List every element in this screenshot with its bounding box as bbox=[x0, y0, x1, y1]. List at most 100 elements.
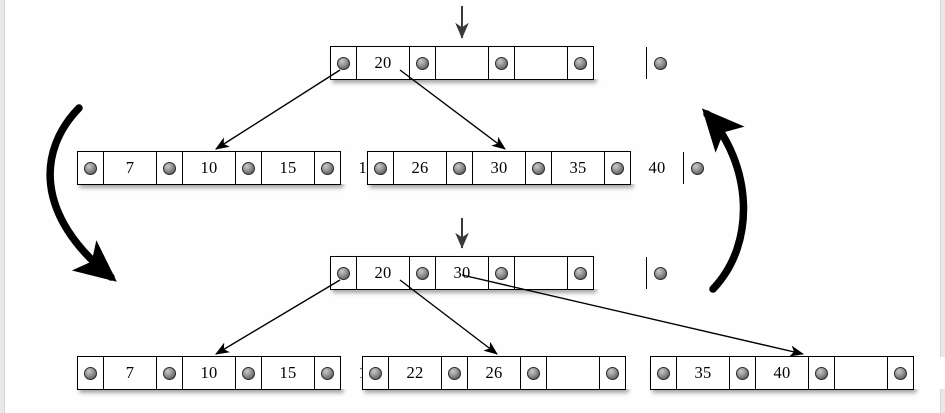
pointer-dot-icon bbox=[527, 366, 540, 380]
pointer-dot-icon bbox=[416, 56, 429, 70]
pointer-dot-icon bbox=[653, 266, 667, 280]
pointer-dot-icon bbox=[611, 161, 624, 175]
pointer-cell-0[interactable] bbox=[331, 47, 357, 79]
pointer-cell-4[interactable] bbox=[489, 257, 515, 289]
pointer-cell-4[interactable] bbox=[809, 357, 835, 389]
leaf-left-before[interactable]: 7101518 bbox=[77, 151, 420, 185]
pointer-dot-icon bbox=[495, 56, 508, 70]
pointer-cell-6[interactable] bbox=[605, 152, 631, 184]
pointer-cell-2[interactable] bbox=[410, 257, 436, 289]
leaf-right-after[interactable]: 35 40 bbox=[650, 356, 945, 390]
pointer-cell-2[interactable] bbox=[157, 152, 183, 184]
pointer-dot-icon bbox=[84, 366, 97, 380]
pointer-cell-0[interactable] bbox=[331, 257, 357, 289]
pointer-cell-0[interactable] bbox=[78, 357, 104, 389]
key-cell-3[interactable]: 30 bbox=[473, 152, 526, 184]
pointer-dot-icon bbox=[815, 366, 828, 380]
pointer-dot-icon bbox=[369, 366, 382, 380]
pointer-dot-icon bbox=[736, 366, 749, 380]
transition-arrow-right bbox=[701, 108, 748, 293]
key-cell-7[interactable] bbox=[594, 47, 647, 79]
leaf-left-after[interactable]: 7101518 bbox=[77, 356, 420, 390]
key-cell-3[interactable]: 26 bbox=[468, 357, 521, 389]
key-cell-5[interactable] bbox=[835, 357, 888, 389]
key-cell-5[interactable]: 35 bbox=[552, 152, 605, 184]
pointer-cell-2[interactable] bbox=[442, 357, 468, 389]
key-cell-1[interactable]: 7 bbox=[104, 357, 157, 389]
leaf-right-before[interactable]: 26 30 35 40 bbox=[367, 151, 710, 185]
pointer-dot-icon bbox=[574, 266, 587, 280]
page-edge-right bbox=[940, 0, 945, 413]
pointer-cell-6[interactable] bbox=[568, 257, 594, 289]
pointer-dot-icon bbox=[337, 266, 350, 280]
pointer-dot-icon bbox=[163, 366, 176, 380]
key-cell-5[interactable] bbox=[515, 47, 568, 79]
key-cell-5[interactable]: 15 bbox=[262, 357, 315, 389]
pointer-cell-4[interactable] bbox=[521, 357, 547, 389]
key-cell-1[interactable]: 26 bbox=[394, 152, 447, 184]
key-cell-5[interactable]: 15 bbox=[262, 152, 315, 184]
key-cell-7[interactable]: 40 bbox=[631, 152, 684, 184]
pointer-dot-icon bbox=[448, 366, 461, 380]
key-cell-5[interactable] bbox=[515, 257, 568, 289]
key-cell-7[interactable] bbox=[914, 357, 945, 389]
key-cell-5[interactable] bbox=[547, 357, 600, 389]
pointer-cell-0[interactable] bbox=[78, 152, 104, 184]
pointer-cell-2[interactable] bbox=[730, 357, 756, 389]
key-cell-3[interactable]: 10 bbox=[183, 152, 236, 184]
key-cell-1[interactable]: 20 bbox=[357, 257, 410, 289]
pointer-cell-2[interactable] bbox=[410, 47, 436, 79]
pointer-cell-2[interactable] bbox=[157, 357, 183, 389]
pointer-cell-6[interactable] bbox=[568, 47, 594, 79]
pointer-cell-6[interactable] bbox=[315, 152, 341, 184]
pointer-cell-4[interactable] bbox=[236, 152, 262, 184]
key-cell-3[interactable]: 40 bbox=[756, 357, 809, 389]
pointer-dot-icon bbox=[84, 161, 97, 175]
pointer-cell-2[interactable] bbox=[447, 152, 473, 184]
pointer-cell-0[interactable] bbox=[651, 357, 677, 389]
key-cell-1[interactable]: 7 bbox=[104, 152, 157, 184]
key-cell-3[interactable] bbox=[436, 47, 489, 79]
pointer-dot-icon bbox=[416, 266, 429, 280]
pointer-dot-icon bbox=[532, 161, 545, 175]
pointer-dot-icon bbox=[321, 161, 334, 175]
edge-root-before-to-leaf-right bbox=[399, 69, 506, 150]
transition-arrow-left bbox=[46, 104, 117, 282]
pointer-cell-8[interactable] bbox=[684, 152, 710, 184]
root-node-before[interactable]: 20 bbox=[330, 46, 673, 80]
pointer-cell-4[interactable] bbox=[489, 47, 515, 79]
pointer-dot-icon bbox=[657, 366, 670, 380]
pointer-cell-6[interactable] bbox=[888, 357, 914, 389]
pointer-cell-6[interactable] bbox=[600, 357, 626, 389]
key-cell-1[interactable]: 22 bbox=[389, 357, 442, 389]
pointer-dot-icon bbox=[894, 366, 907, 380]
pointer-dot-icon bbox=[242, 366, 255, 380]
pointer-dot-icon bbox=[574, 56, 587, 70]
pointer-dot-icon bbox=[163, 161, 176, 175]
pointer-dot-icon bbox=[653, 56, 667, 70]
pointer-cell-8[interactable] bbox=[647, 47, 673, 79]
pointer-dot-icon bbox=[242, 161, 255, 175]
pointer-dot-icon bbox=[690, 161, 704, 175]
pointer-cell-4[interactable] bbox=[526, 152, 552, 184]
pointer-dot-icon bbox=[606, 366, 619, 380]
pointer-cell-0[interactable] bbox=[363, 357, 389, 389]
leaf-middle-after[interactable]: 22 26 bbox=[362, 356, 705, 390]
key-cell-3[interactable]: 10 bbox=[183, 357, 236, 389]
key-cell-7[interactable] bbox=[594, 257, 647, 289]
pointer-dot-icon bbox=[374, 161, 387, 175]
key-cell-3[interactable]: 30 bbox=[436, 257, 489, 289]
pointer-cell-4[interactable] bbox=[236, 357, 262, 389]
key-cell-1[interactable]: 35 bbox=[677, 357, 730, 389]
edge-root-after-to-leaf-left bbox=[215, 279, 341, 355]
pointer-cell-8[interactable] bbox=[647, 257, 673, 289]
edge-root-before-to-leaf-left bbox=[215, 69, 341, 150]
page-edge-left bbox=[0, 0, 5, 413]
pointer-dot-icon bbox=[495, 266, 508, 280]
pointer-cell-0[interactable] bbox=[368, 152, 394, 184]
pointer-dot-icon bbox=[337, 56, 350, 70]
key-cell-1[interactable]: 20 bbox=[357, 47, 410, 79]
pointer-cell-6[interactable] bbox=[315, 357, 341, 389]
